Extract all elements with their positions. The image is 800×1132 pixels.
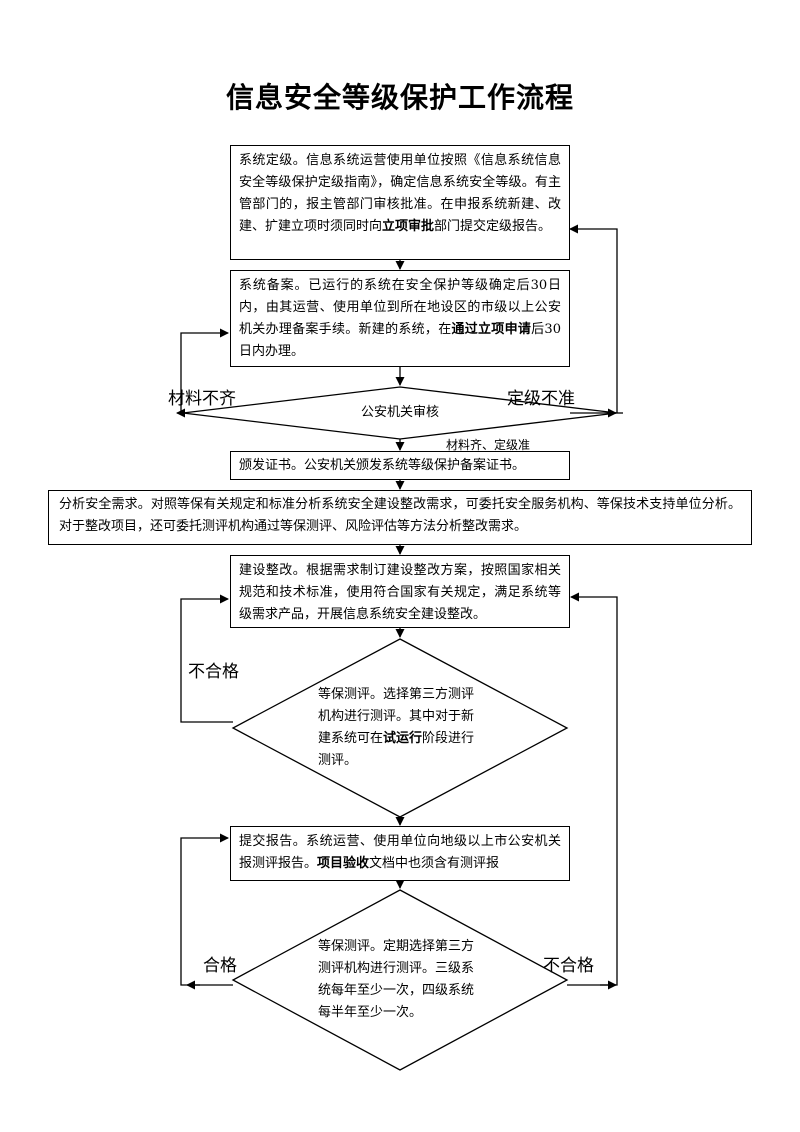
arrow-fail-1-loop — [180, 594, 233, 723]
arrow-fail-2-loop — [567, 592, 618, 986]
step-report-box: 提交报告。系统运营、使用单位向地级以上市公安机关报测评报告。项目验收文档中也须含… — [230, 826, 570, 881]
step-certificate-text: 颁发证书。公安机关颁发系统等级保护备案证书。 — [239, 458, 526, 473]
page-title: 信息安全等级保护工作流程 — [225, 81, 574, 114]
step-filing-box: 系统备案。已运行的系统在安全保护等级确定后30日内，由其运营、使用单位到所在地设… — [230, 270, 570, 367]
step-analysis-text: 分析安全需求。对照等保有关规定和标准分析系统安全建设整改需求，可委托安全服务机构… — [59, 497, 741, 534]
label-grading-rejected: 定级不准 — [507, 389, 575, 409]
label-fail-2: 不合格 — [543, 956, 594, 976]
step-rectification-box: 建设整改。根据需求制订建设整改方案，按照国家相关规范和技术标准，使用符合国家有关… — [230, 555, 570, 628]
arrow-materials-incomplete-loop — [180, 328, 229, 413]
arrow-pass-loop — [180, 833, 233, 986]
label-materials-ok: 材料齐、定级准 — [446, 438, 531, 452]
step-rectification-text: 建设整改。根据需求制订建设整改方案，按照国家相关规范和技术标准，使用符合国家有关… — [239, 563, 561, 622]
periodic-diamond — [231, 889, 569, 1071]
evaluation-text: 等保测评。选择第三方测评机构进行测评。其中对于新建系统可在 — [318, 687, 475, 746]
evaluation-diamond — [231, 638, 569, 818]
label-fail-1: 不合格 — [188, 662, 239, 682]
step-grading-box: 系统定级。信息系统运营使用单位按照《信息系统信息安全等级保护定级指南》，确定信息… — [230, 145, 570, 260]
step-report-text: 提交报告。系统运营、使用单位向地级以上市公安机关报测评报告。 — [239, 834, 561, 871]
step-grading-bold: 立项审批 — [382, 219, 435, 234]
label-pass: 合格 — [203, 956, 237, 976]
evaluation-text-block: 等保测评。选择第三方测评机构进行测评。其中对于新建系统可在试运行阶段进行测评。 — [318, 684, 484, 772]
step-filing-bold: 通过立项申请 — [451, 322, 532, 337]
review-diamond — [182, 386, 618, 440]
step-report-bold: 项目验收 — [317, 856, 370, 871]
police-review-text: 公安机关审核 — [360, 405, 439, 420]
periodic-text: 等保测评。定期选择第三方测评机构进行测评。三级系统每年至少一次，四级系统每半年至… — [318, 939, 475, 1020]
step-certificate-box: 颁发证书。公安机关颁发系统等级保护备案证书。 — [230, 451, 570, 480]
arrow-grading-rejected-loop — [569, 224, 618, 413]
evaluation-text-end: 阶段进行测评。 — [318, 731, 475, 768]
step-report-text-end: 文档中也须含有测评报 — [369, 856, 500, 871]
step-filing-text: 系统备案。已运行的系统在安全保护等级确定后30日内，由其运营、使用单位到所在地设… — [239, 278, 561, 337]
step-analysis-box: 分析安全需求。对照等保有关规定和标准分析系统安全建设整改需求，可委托安全服务机构… — [48, 490, 752, 545]
evaluation-bold: 试运行 — [383, 731, 423, 746]
step-grading-text-end: 部门提交定级报告。 — [434, 219, 552, 234]
step-grading-text: 系统定级。信息系统运营使用单位按照《信息系统信息安全等级保护定级指南》，确定信息… — [239, 153, 561, 234]
label-materials-incomplete: 材料不齐 — [168, 389, 236, 409]
step-filing-text-end: 后30日内办理。 — [239, 322, 561, 359]
